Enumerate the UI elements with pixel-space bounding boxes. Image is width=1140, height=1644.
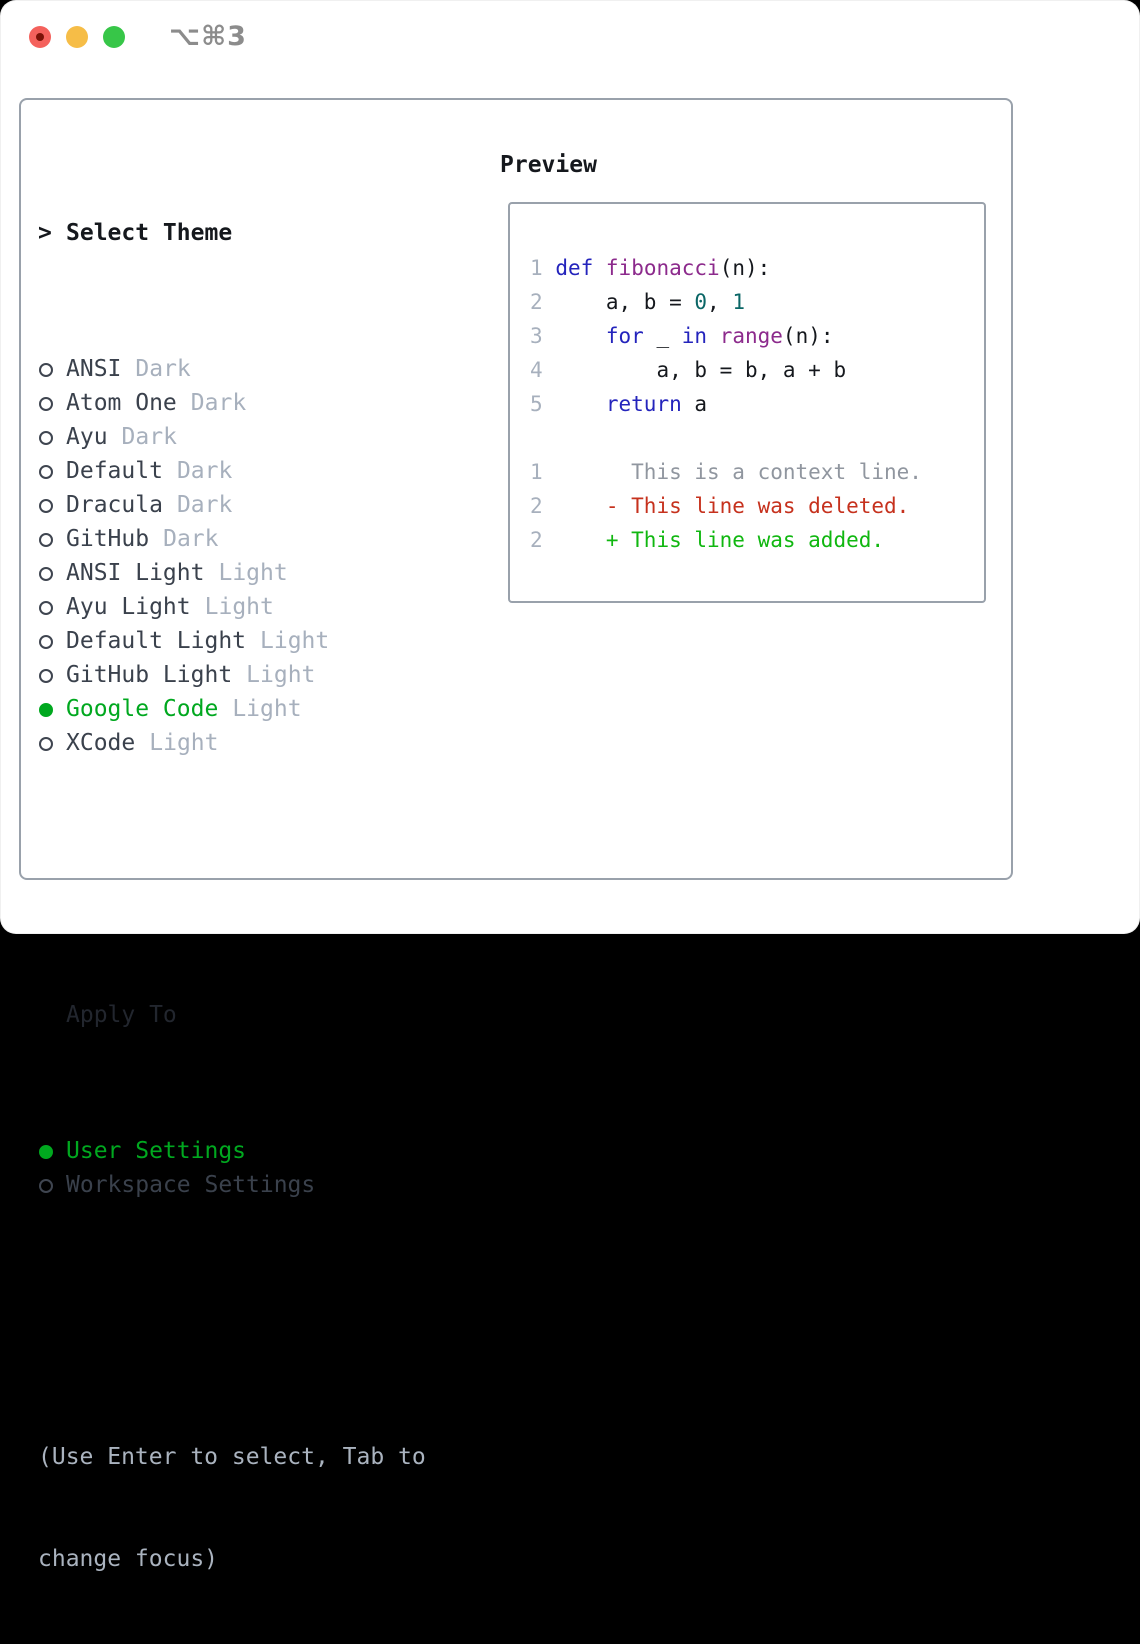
- theme-item[interactable]: GitHub Light Light: [38, 658, 426, 692]
- focus-caret-icon: >: [38, 220, 52, 246]
- item-label: Dracula: [66, 492, 163, 518]
- apply-to-option[interactable]: User Settings: [38, 1134, 426, 1168]
- code-line: 1 def fibonacci(n):: [530, 256, 771, 280]
- select-theme-header-label: Select Theme: [66, 220, 233, 246]
- item-tag: Dark: [190, 390, 247, 416]
- code-line: 1 This is a context line.: [530, 460, 922, 484]
- item-label: Atom One: [66, 390, 177, 416]
- radio-icon: [39, 669, 53, 683]
- preview-header: Preview: [500, 152, 597, 178]
- code-line: 3 for _ in range(n):: [530, 324, 834, 348]
- item-tag: Dark: [176, 458, 233, 484]
- theme-item[interactable]: ANSI Light Light: [38, 556, 426, 590]
- item-label: Default: [66, 458, 163, 484]
- close-button[interactable]: [29, 26, 51, 48]
- item-label: Google Code: [66, 696, 219, 722]
- help-text-line-2: change focus): [38, 1546, 219, 1572]
- theme-item[interactable]: Default Light Light: [38, 624, 426, 658]
- item-label: Workspace Settings: [66, 1172, 316, 1198]
- item-label: ANSI: [66, 356, 122, 382]
- radio-icon: [39, 1145, 53, 1159]
- item-tag: Light: [260, 628, 330, 654]
- item-label: XCode: [66, 730, 136, 756]
- minimize-button[interactable]: [66, 26, 88, 48]
- theme-item[interactable]: Dracula Dark: [38, 488, 426, 522]
- code-line: 2 + This line was added.: [530, 528, 885, 552]
- theme-item[interactable]: GitHub Dark: [38, 522, 426, 556]
- item-tag: Light: [204, 594, 274, 620]
- radio-icon: [39, 601, 53, 615]
- radio-icon: [39, 1179, 53, 1193]
- theme-item[interactable]: ANSI Dark: [38, 352, 426, 386]
- item-label: GitHub Light: [66, 662, 233, 688]
- select-theme-header: > Select Theme: [38, 216, 426, 250]
- theme-item[interactable]: Default Dark: [38, 454, 426, 488]
- spacer: [38, 862, 426, 896]
- item-tag: Dark: [163, 526, 219, 552]
- item-label: ANSI Light: [66, 560, 205, 586]
- code-line-blank: [530, 421, 922, 455]
- theme-item[interactable]: Ayu Dark: [38, 420, 426, 454]
- code-line: 4 a, b = b, a + b: [530, 358, 847, 382]
- radio-icon: [39, 431, 53, 445]
- item-label: Ayu Light: [66, 594, 191, 620]
- item-tag: Dark: [135, 356, 191, 382]
- radio-icon: [39, 397, 53, 411]
- code-line: 2 a, b = 0, 1: [530, 290, 745, 314]
- code-preview: 1 def fibonacci(n): 2 a, b = 0, 1 3 for _ …: [530, 251, 922, 557]
- item-tag: Light: [149, 730, 219, 756]
- spacer: [38, 1304, 426, 1338]
- item-label: Ayu: [66, 424, 108, 450]
- code-line: 2 - This line was deleted.: [530, 494, 910, 518]
- item-label: Default Light: [66, 628, 247, 654]
- help-text-line-1: (Use Enter to select, Tab to: [38, 1444, 426, 1470]
- item-tag: Dark: [121, 424, 177, 450]
- item-tag: Dark: [176, 492, 233, 518]
- radio-icon: [39, 703, 53, 717]
- item-tag: Light: [218, 560, 288, 586]
- maximize-button[interactable]: [103, 26, 125, 48]
- theme-item[interactable]: Atom One Dark: [38, 386, 426, 420]
- apply-to-header: Apply To: [66, 1002, 177, 1028]
- code-line: 5 return a: [530, 392, 708, 416]
- radio-icon: [39, 533, 53, 547]
- theme-item[interactable]: Google Code Light: [38, 692, 426, 726]
- radio-icon: [39, 635, 53, 649]
- radio-icon: [39, 363, 53, 377]
- apply-to-option[interactable]: Workspace Settings: [38, 1168, 426, 1202]
- window-shortcut-label: ⌥⌘3: [169, 21, 247, 52]
- item-tag: Light: [232, 696, 302, 722]
- radio-icon: [39, 737, 53, 751]
- theme-item[interactable]: XCode Light: [38, 726, 426, 760]
- theme-item[interactable]: Ayu Light Light: [38, 590, 426, 624]
- item-label: User Settings: [66, 1138, 247, 1164]
- item-tag: Light: [246, 662, 316, 688]
- window-titlebar: ⌥⌘3: [0, 0, 1140, 80]
- preview-box: 1 def fibonacci(n): 2 a, b = 0, 1 3 for _ …: [508, 202, 986, 603]
- radio-icon: [39, 567, 53, 581]
- radio-icon: [39, 499, 53, 513]
- item-label: GitHub: [66, 526, 150, 552]
- radio-icon: [39, 465, 53, 479]
